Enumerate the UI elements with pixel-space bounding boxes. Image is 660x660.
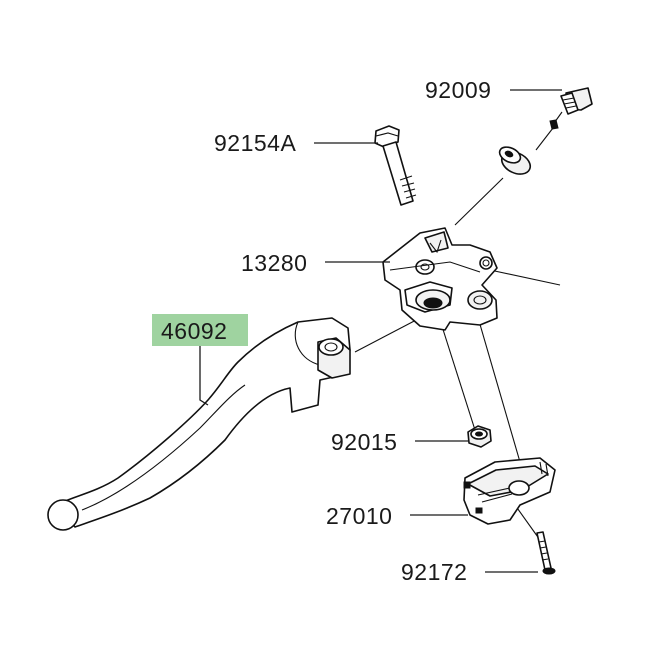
callout-46092[interactable]: 46092 [161, 318, 227, 344]
callout-92172[interactable]: 92172 [401, 559, 467, 585]
callout-92009[interactable]: 92009 [425, 77, 491, 103]
part-92015-nut[interactable] [467, 425, 492, 448]
callout-92154A[interactable]: 92154A [214, 130, 296, 156]
callout-27010[interactable]: 27010 [326, 503, 392, 529]
callout-labels: 92009 92154A 13280 46092 92015 27010 921… [152, 77, 491, 585]
callout-leaders [199, 89, 562, 573]
callout-92015[interactable]: 92015 [331, 429, 397, 455]
part-27010-switch[interactable] [463, 457, 556, 525]
part-92154A-bolt[interactable] [374, 125, 417, 206]
callout-13280[interactable]: 13280 [241, 250, 307, 276]
part-92009-screw[interactable] [549, 87, 593, 130]
part-46092-lever[interactable] [47, 317, 351, 531]
part-grommet[interactable] [497, 144, 534, 178]
part-92172-screw[interactable] [536, 531, 556, 575]
part-13280-lever-holder[interactable] [382, 227, 498, 331]
highlight-box [152, 314, 248, 346]
